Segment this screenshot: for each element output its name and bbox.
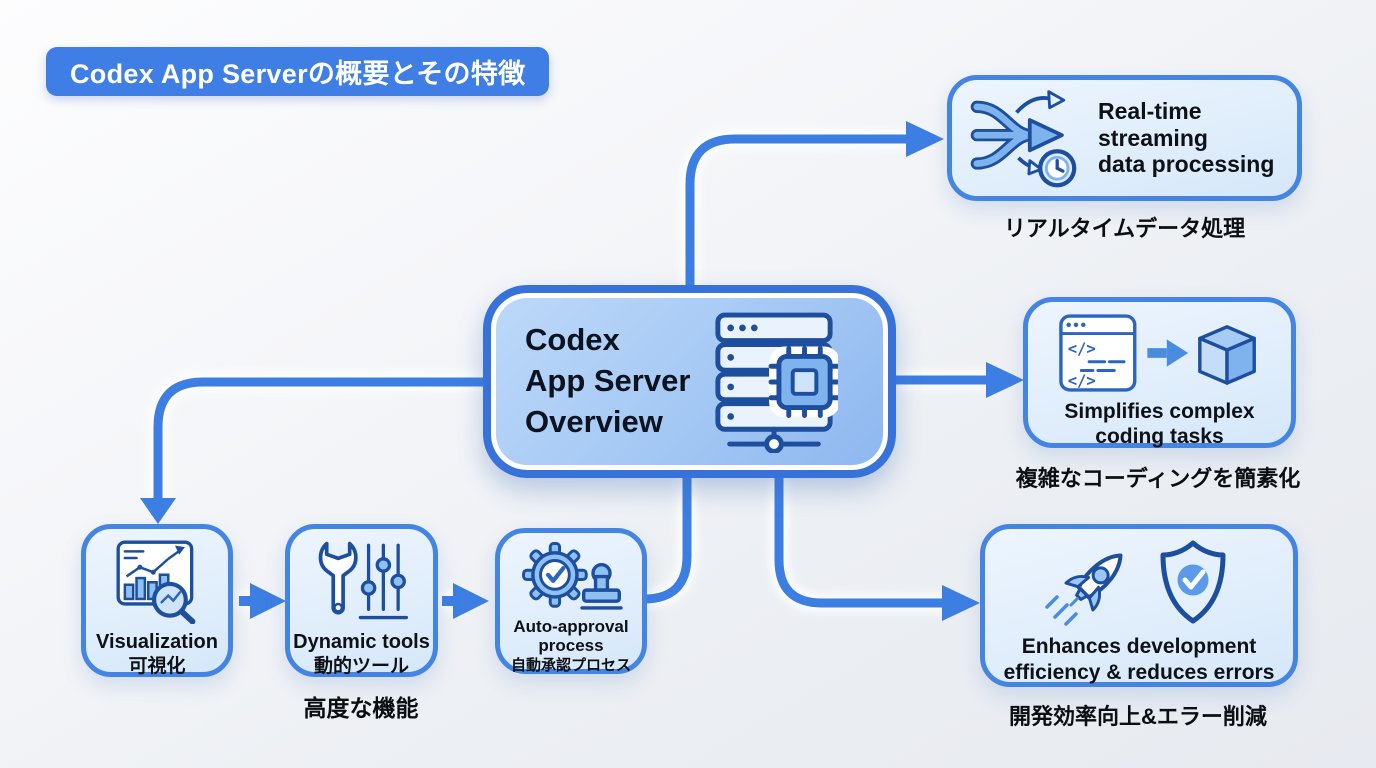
node-enhance: Enhances development efficiency & reduce…: [980, 524, 1298, 687]
enhance-line2: efficiency & reduces errors: [1003, 660, 1275, 684]
svg-text:</>: </>: [1067, 340, 1095, 358]
arrowhead-visualization: [140, 498, 176, 524]
visualization-label-en: Visualization: [96, 631, 218, 653]
simplify-line1: Simplifies complex: [1064, 400, 1255, 423]
node-enhance-label: Enhances development efficiency & reduce…: [1004, 634, 1275, 685]
center-node-title: Codex App Server Overview: [525, 320, 690, 443]
connector-center-to-visualization: [153, 377, 487, 501]
node-realtime-label: Real-time streaming data processing: [1098, 98, 1274, 178]
node-simplify: </> </> Simplifies complex coding tasks: [1023, 297, 1296, 448]
center-title-line3: Overview: [525, 403, 663, 439]
node-simplify-label: Simplifies complex coding tasks: [1064, 399, 1254, 449]
chart-magnifier-icon: [116, 540, 196, 624]
svg-text:</>: </>: [1067, 372, 1095, 390]
arrowhead-enhance: [942, 585, 980, 621]
simplify-line2: coding tasks: [1095, 425, 1224, 449]
caption-realtime: リアルタイムデータ処理: [1003, 216, 1246, 241]
arrowhead-simplify: [986, 362, 1024, 398]
auto-approval-label-ja: 自動承認プロセス: [510, 657, 631, 675]
page-title-badge: Codex App Serverの概要とその特徴: [46, 47, 550, 96]
realtime-line2: streaming: [1098, 124, 1208, 151]
arrowhead-auto: [453, 583, 489, 619]
realtime-line1: Real-time: [1098, 97, 1202, 124]
caption-simplify: 複雑なコーディングを簡素化: [1015, 466, 1301, 491]
center-title-line2: App Server: [525, 363, 691, 399]
page-title: Codex App Serverの概要とその特徴: [70, 59, 526, 89]
caption-enhance: 開発効率向上&エラー削減: [1009, 704, 1267, 729]
connector-center-to-realtime: [685, 134, 908, 287]
dynamic-tools-label-en: Dynamic tools: [293, 631, 430, 653]
arrowhead-dynamic: [250, 583, 286, 619]
wrench-sliders-icon: [318, 541, 408, 620]
node-auto-approval: Auto-approval process 自動承認プロセス: [495, 528, 647, 674]
auto-approval-label-en2: process: [538, 636, 604, 656]
caption-dynamic-tools: 高度な機能: [303, 695, 419, 721]
visualization-label-ja: 可視化: [128, 656, 186, 677]
node-dynamic-tools: Dynamic tools 動的ツール: [285, 524, 438, 677]
node-realtime: Real-time streaming data processing: [947, 75, 1302, 201]
gear-stamp-icon: [522, 542, 623, 610]
center-title-line1: Codex: [525, 322, 620, 358]
node-visualization: Visualization 可視化: [81, 524, 233, 677]
connector-center-to-enhance: [774, 477, 946, 608]
dynamic-tools-label-ja: 動的ツール: [313, 656, 409, 677]
center-node: Codex App Server Overview: [483, 285, 896, 478]
auto-approval-label-en1: Auto-approval: [513, 617, 629, 636]
realtime-line3: data processing: [1098, 151, 1275, 178]
server-chip-icon: [715, 312, 839, 453]
rocket-shield-icon: [1045, 540, 1226, 626]
arrowheads: [140, 121, 1024, 621]
arrowhead-realtime: [906, 121, 944, 157]
enhance-line1: Enhances development: [1021, 635, 1257, 658]
stream-merge-clock-icon: [970, 90, 1077, 188]
code-to-package-icon: </> </>: [1058, 314, 1256, 392]
